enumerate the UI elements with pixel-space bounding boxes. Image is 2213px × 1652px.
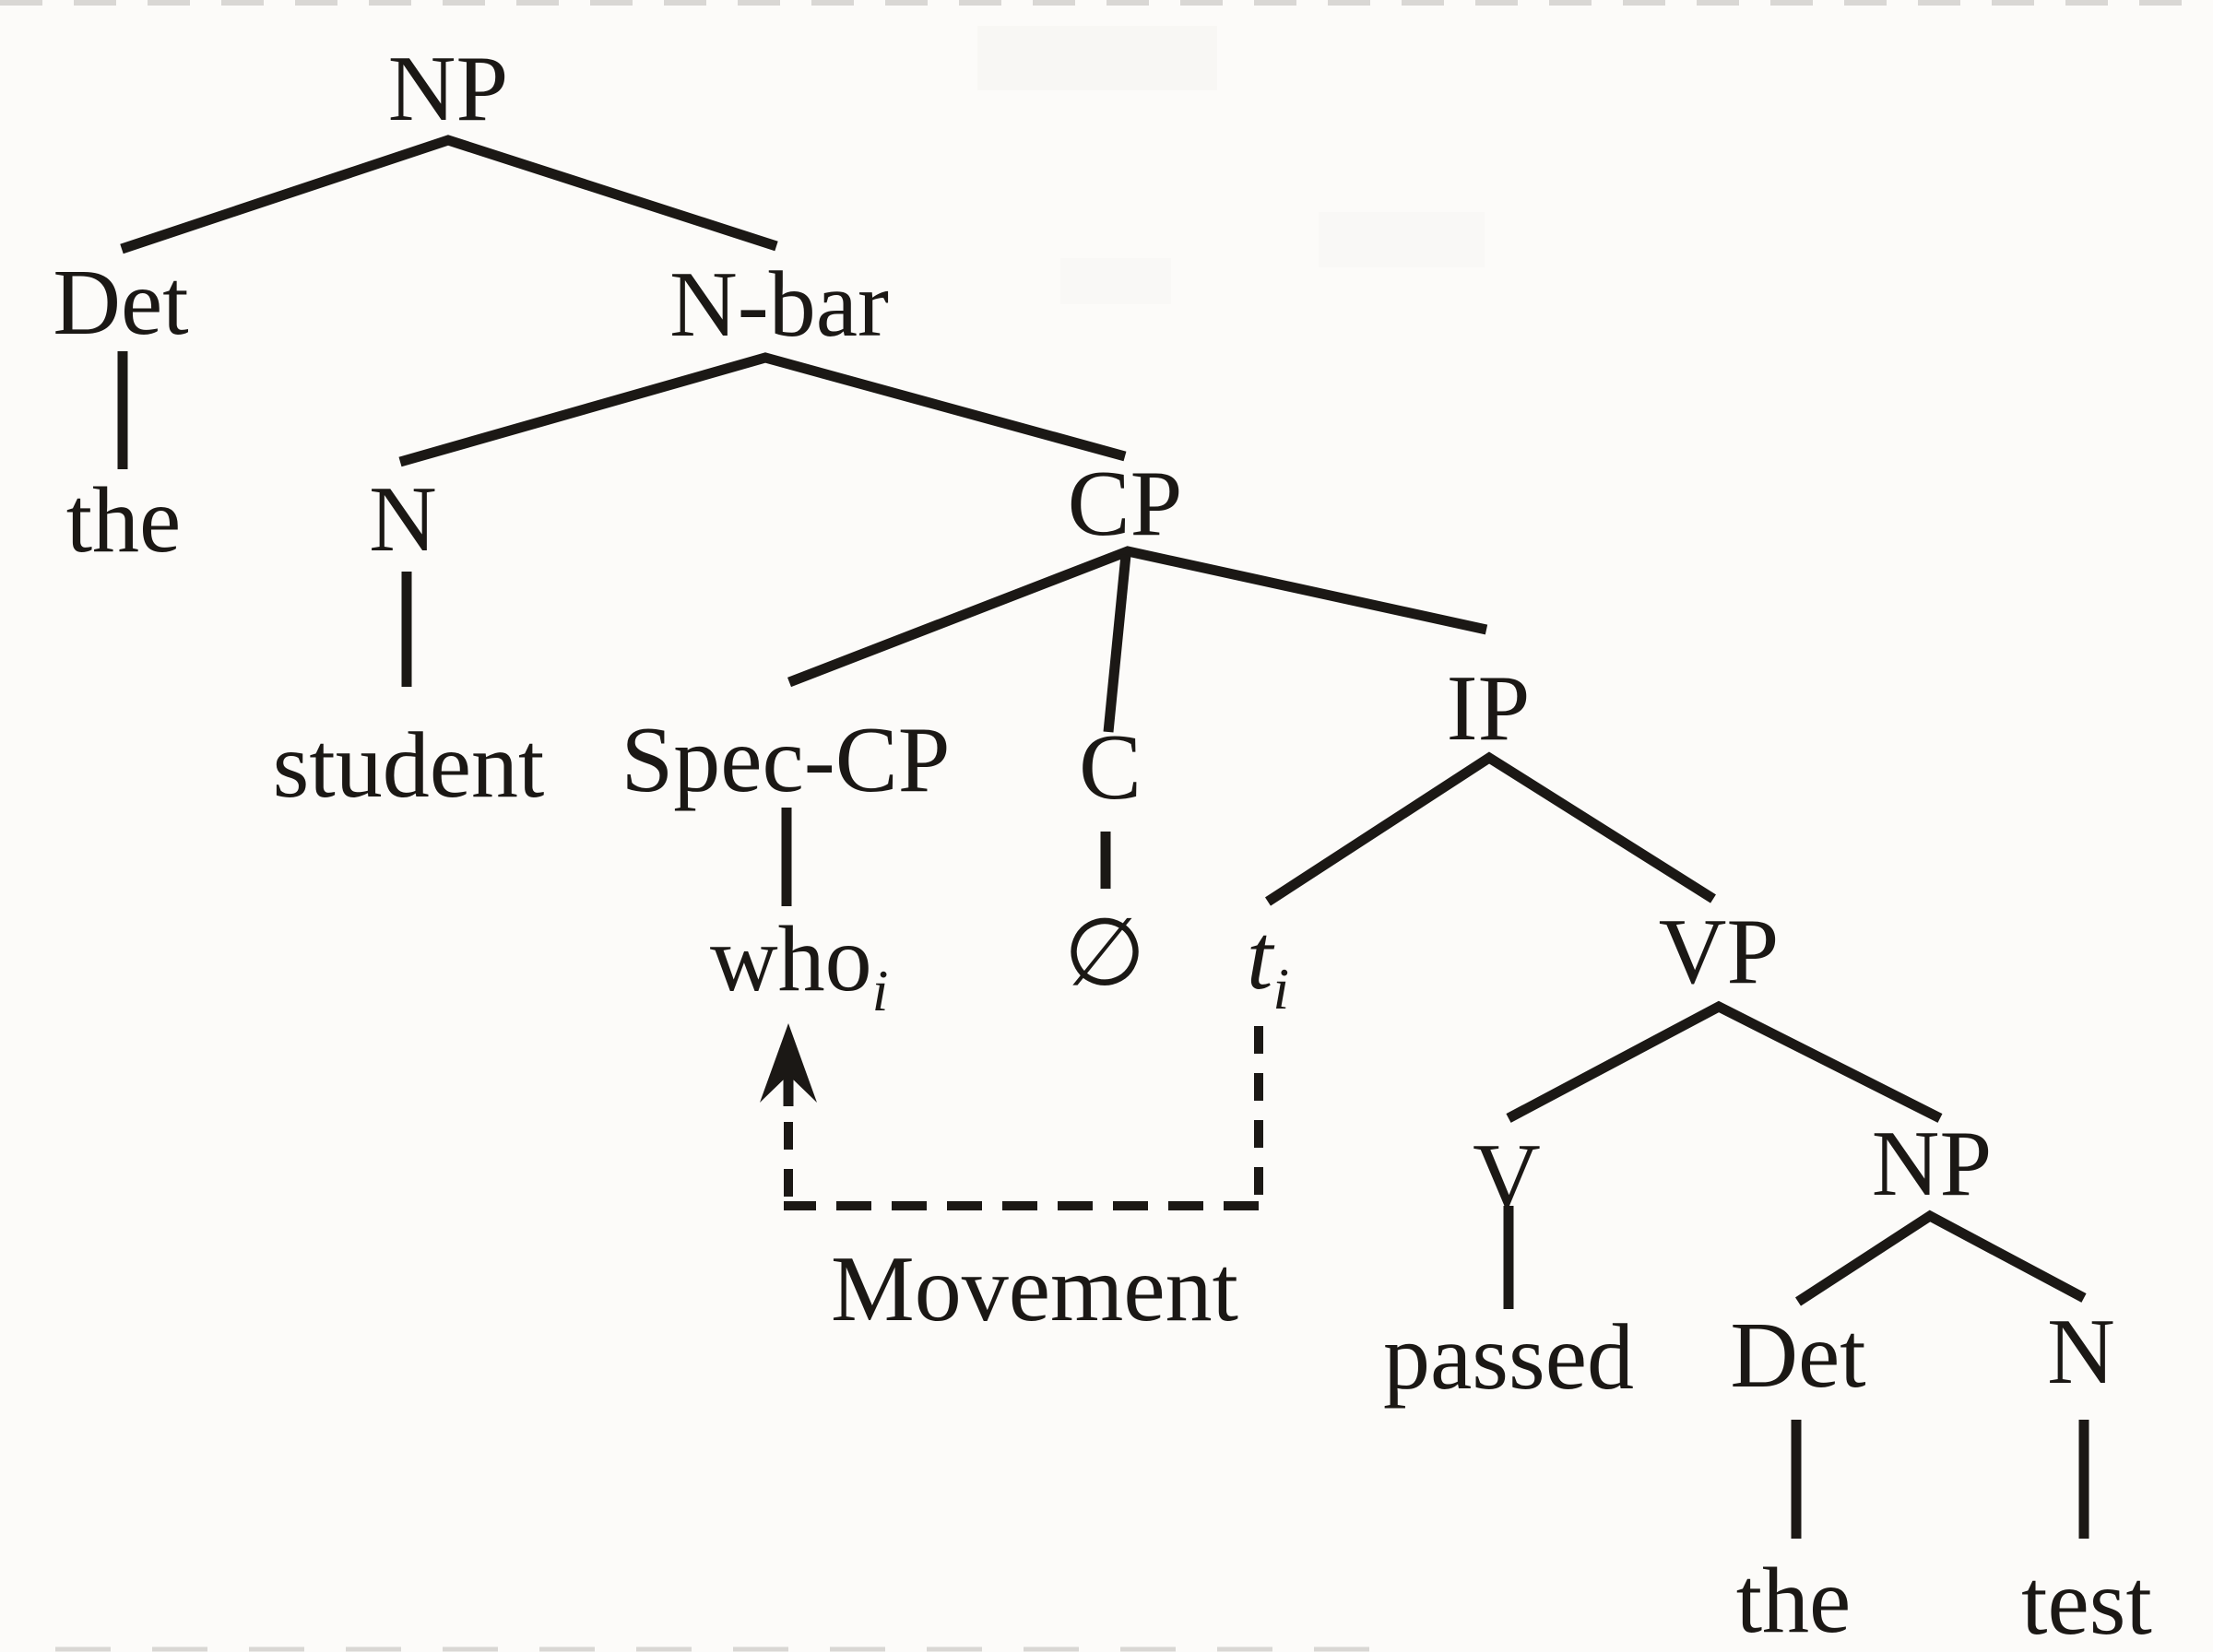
leaf-student: student xyxy=(273,714,545,818)
node-v: V xyxy=(1473,1125,1541,1229)
node-vp: VP xyxy=(1659,900,1779,1004)
leaf-passed: passed xyxy=(1383,1305,1634,1410)
leaf-the-1: the xyxy=(66,468,182,572)
leaf-null-complementizer: ∅ xyxy=(1064,902,1146,1006)
edge-vp-v-np xyxy=(1506,1000,1943,1123)
node-det-1: Det xyxy=(53,251,188,355)
node-n-1: N xyxy=(369,467,437,572)
node-nbar: N-bar xyxy=(669,253,889,357)
leaf-trace: ti xyxy=(1247,905,1289,1021)
scan-artifact xyxy=(1060,258,1171,304)
node-cp: CP xyxy=(1068,452,1183,556)
who-subscript-index: i xyxy=(872,958,889,1023)
edge-np-det-n xyxy=(1795,1210,2087,1306)
node-c: C xyxy=(1079,715,1142,820)
node-n-2: N xyxy=(2047,1300,2115,1404)
edge-np-det-nbar xyxy=(120,135,778,254)
edge-cp-speccp-ip xyxy=(787,546,1488,688)
node-np-root: NP xyxy=(388,37,508,141)
edge-cp-c xyxy=(1103,554,1131,733)
node-ip: IP xyxy=(1447,656,1531,761)
edge-ip-trace-vp xyxy=(1265,751,1716,906)
node-np-2: NP xyxy=(1872,1112,1992,1216)
movement-label: Movement xyxy=(831,1237,1238,1341)
scan-artifact xyxy=(1319,212,1485,267)
trace-t: t xyxy=(1247,905,1275,1009)
leaf-the-2: the xyxy=(1736,1549,1852,1652)
node-det-2: Det xyxy=(1730,1304,1865,1408)
edge-nbar-n-cp xyxy=(398,352,1127,467)
scan-artifact xyxy=(977,26,1217,90)
leaf-who-trace-index: whoi xyxy=(710,907,888,1023)
leaf-who: who xyxy=(710,907,872,1011)
movement-arrowhead-icon xyxy=(760,1023,817,1103)
node-spec-cp: Spec-CP xyxy=(621,708,951,812)
leaf-test: test xyxy=(2021,1551,2152,1652)
trace-subscript-index: i xyxy=(1272,956,1289,1021)
